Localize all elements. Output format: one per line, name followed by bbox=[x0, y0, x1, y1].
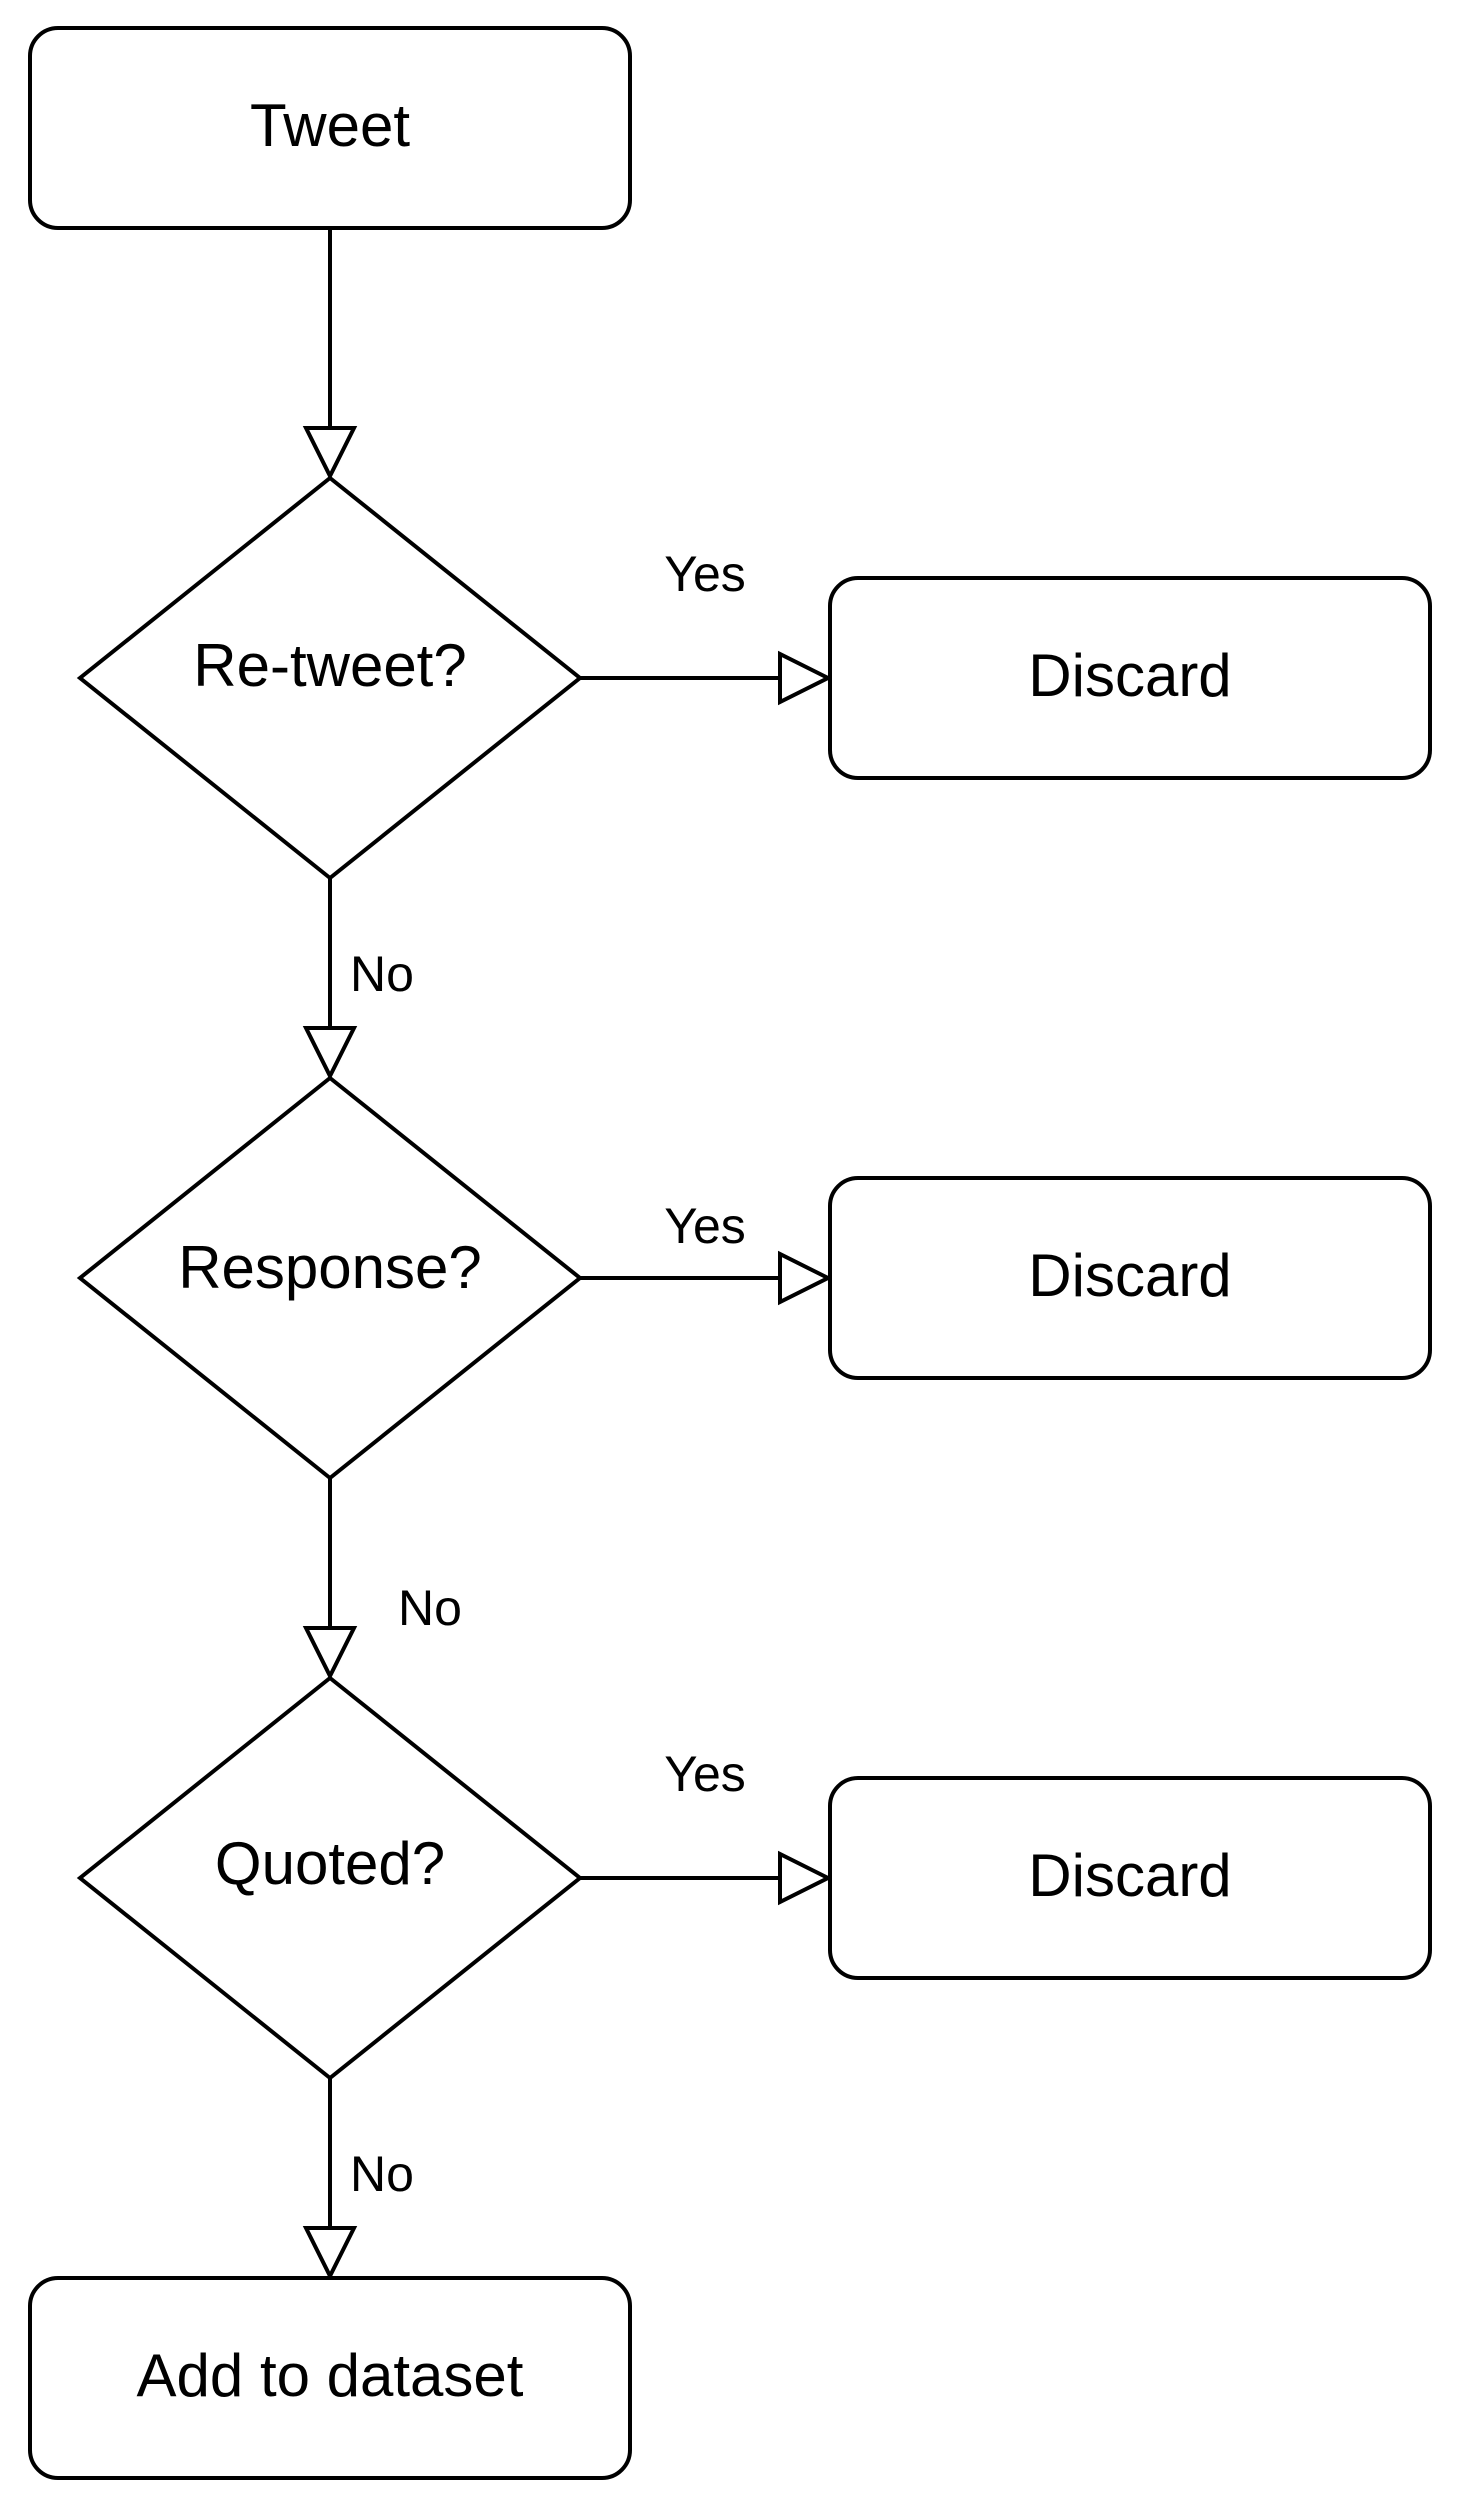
discard-label-3: Discard bbox=[1028, 1842, 1231, 1909]
edge-retweet-no: No bbox=[302, 878, 414, 1081]
arrowhead-icon bbox=[302, 1026, 358, 1081]
retweet-label: Re-tweet? bbox=[193, 632, 466, 699]
discard-node-1: Discard bbox=[828, 576, 1432, 780]
quoted-yes-label: Yes bbox=[664, 1746, 746, 1802]
discard-label-2: Discard bbox=[1028, 1242, 1231, 1309]
discard-label-1: Discard bbox=[1028, 642, 1231, 709]
arrowhead-icon bbox=[302, 2226, 358, 2281]
arrowhead-icon bbox=[778, 650, 833, 706]
quoted-no-label: No bbox=[350, 2146, 414, 2202]
quoted-label: Quoted? bbox=[215, 1830, 445, 1897]
retweet-yes-label: Yes bbox=[664, 546, 746, 602]
add-to-dataset-node: Add to dataset bbox=[28, 2276, 632, 2480]
retweet-no-label: No bbox=[350, 946, 414, 1002]
arrowhead-icon bbox=[302, 1626, 358, 1681]
tweet-label: Tweet bbox=[250, 92, 410, 159]
quoted-decision: Quoted? bbox=[76, 1675, 584, 2081]
edge-quoted-no: No bbox=[302, 2078, 414, 2281]
edge-response-yes: Yes bbox=[580, 1198, 833, 1306]
tweet-node: Tweet bbox=[28, 26, 632, 230]
arrowhead-icon bbox=[302, 426, 358, 481]
response-decision: Response? bbox=[76, 1075, 584, 1481]
edge-quoted-yes: Yes bbox=[580, 1746, 833, 1906]
edge-tweet-to-retweet bbox=[302, 228, 358, 481]
discard-node-3: Discard bbox=[828, 1776, 1432, 1980]
arrowhead-icon bbox=[778, 1250, 833, 1306]
response-label: Response? bbox=[178, 1234, 482, 1301]
edge-response-no: No bbox=[302, 1478, 462, 1681]
retweet-decision: Re-tweet? bbox=[76, 475, 584, 881]
arrowhead-icon bbox=[778, 1850, 833, 1906]
response-no-label: No bbox=[398, 1580, 462, 1636]
discard-node-2: Discard bbox=[828, 1176, 1432, 1380]
response-yes-label: Yes bbox=[664, 1198, 746, 1254]
add-to-dataset-label: Add to dataset bbox=[137, 2342, 524, 2409]
edge-retweet-yes: Yes bbox=[580, 546, 833, 706]
